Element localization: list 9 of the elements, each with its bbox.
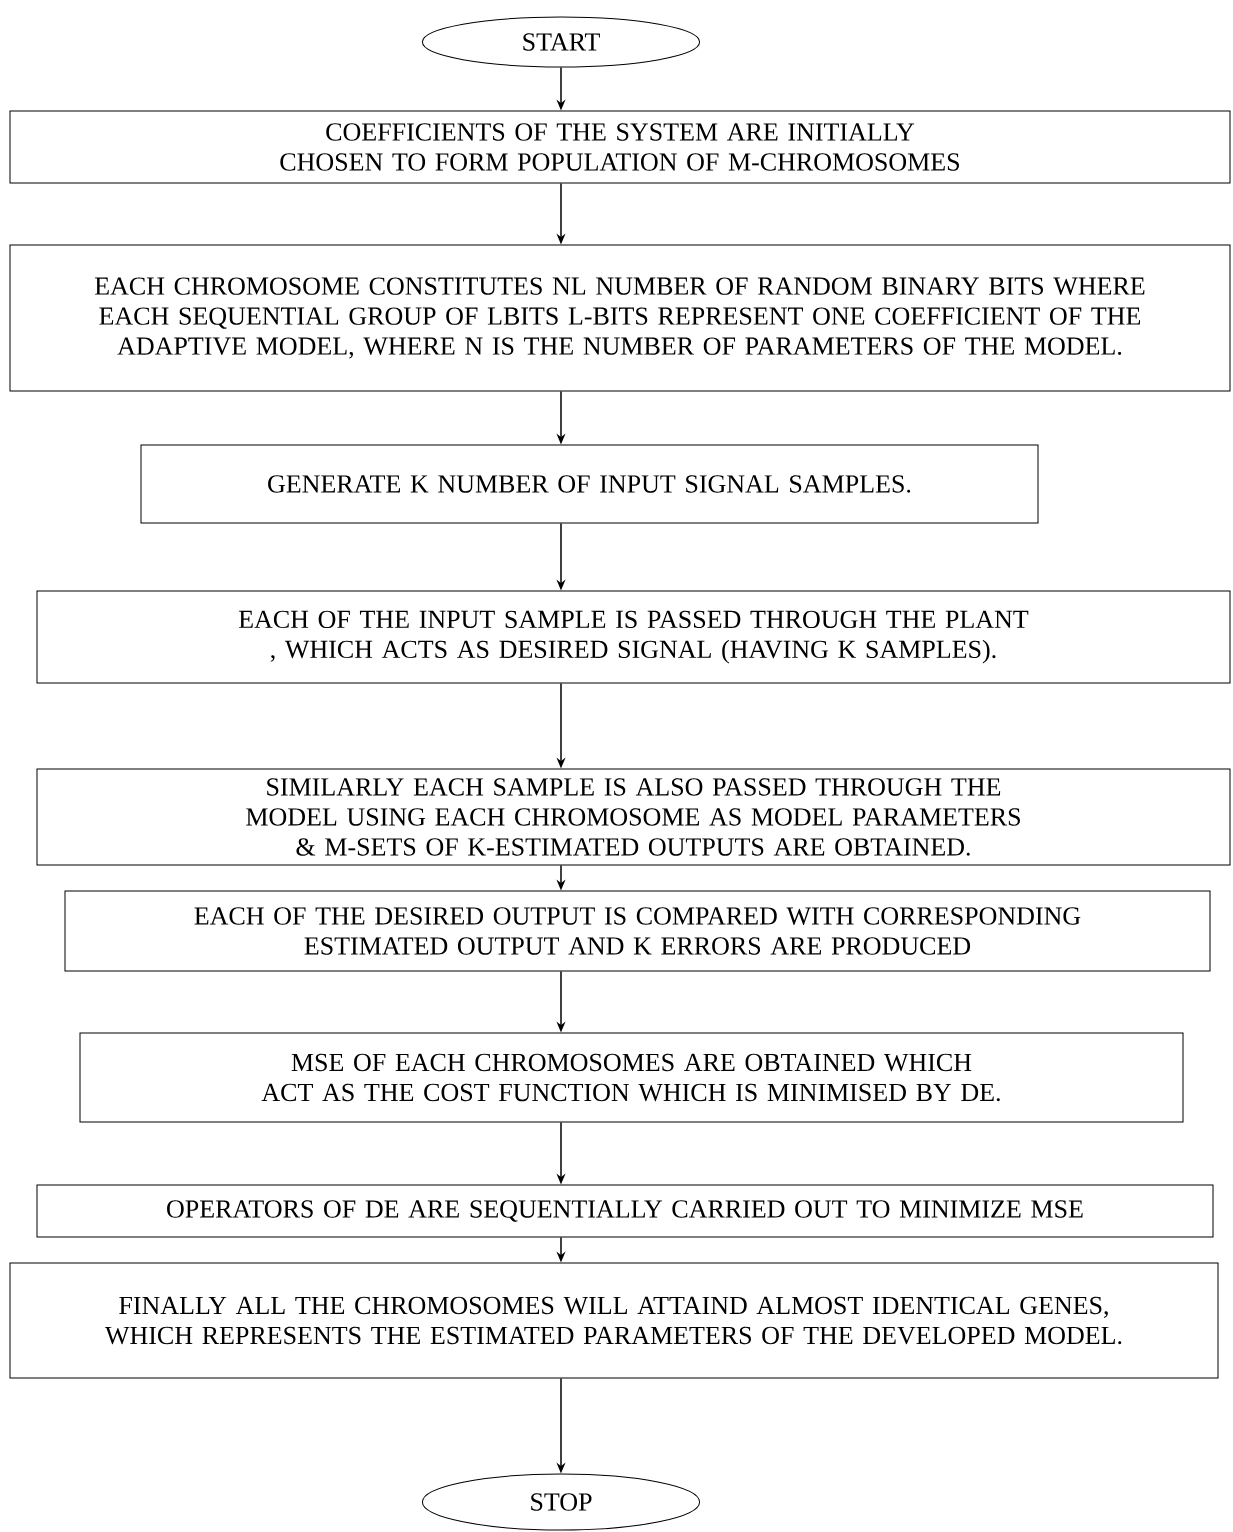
process-box: OPERATORS OF DE ARE SEQUENTIALLY CARRIED OUT TO MINIMIZE MSE <box>36 1184 1214 1238</box>
process-box: GENERATE K NUMBER OF INPUT SIGNAL SAMPLES. <box>140 444 1039 524</box>
process-box: EACH OF THE DESIRED OUTPUT IS COMPARED WITH CORRESPONDING ESTIMATED OUTPUT AND K ERRORS ARE PRODUCED <box>64 890 1211 972</box>
process-box: COEFFICIENTS OF THE SYSTEM ARE INITIALLY CHOSEN TO FORM POPULATION OF M-CHROMOSOMES <box>9 110 1231 184</box>
process-box: EACH OF THE INPUT SAMPLE IS PASSED THROUGH THE PLANT , WHICH ACTS AS DESIRED SIGNAL (HAVING K SAMPLES). <box>36 590 1231 684</box>
process-box: MSE OF EACH CHROMOSOMES ARE OBTAINED WHICH ACT AS THE COST FUNCTION WHICH IS MINIMISED BY DE. <box>79 1032 1184 1123</box>
process-box: FINALLY ALL THE CHROMOSOMES WILL ATTAIND ALMOST IDENTICAL GENES, WHICH REPRESENTS THE ESTIMATED PARAMETERS OF THE DEVELOPED MODEL. <box>9 1262 1219 1379</box>
process-box: SIMILARLY EACH SAMPLE IS ALSO PASSED THROUGH THE MODEL USING EACH CHROMOSOME AS MODEL PARAMETERS & M-SETS OF K-ESTIMATED OUTPUTS ARE OBTAINED. <box>36 768 1231 866</box>
process-box: EACH CHROMOSOME CONSTITUTES NL NUMBER OF RANDOM BINARY BITS WHERE EACH SEQUENTIAL GROUP OF LBITS L-BITS REPRESENT ONE COEFFICIENT OF THE ADAPTIVE MODEL, WHERE N IS THE NUMBER OF PARAMETERS OF THE MODEL. <box>9 244 1231 392</box>
